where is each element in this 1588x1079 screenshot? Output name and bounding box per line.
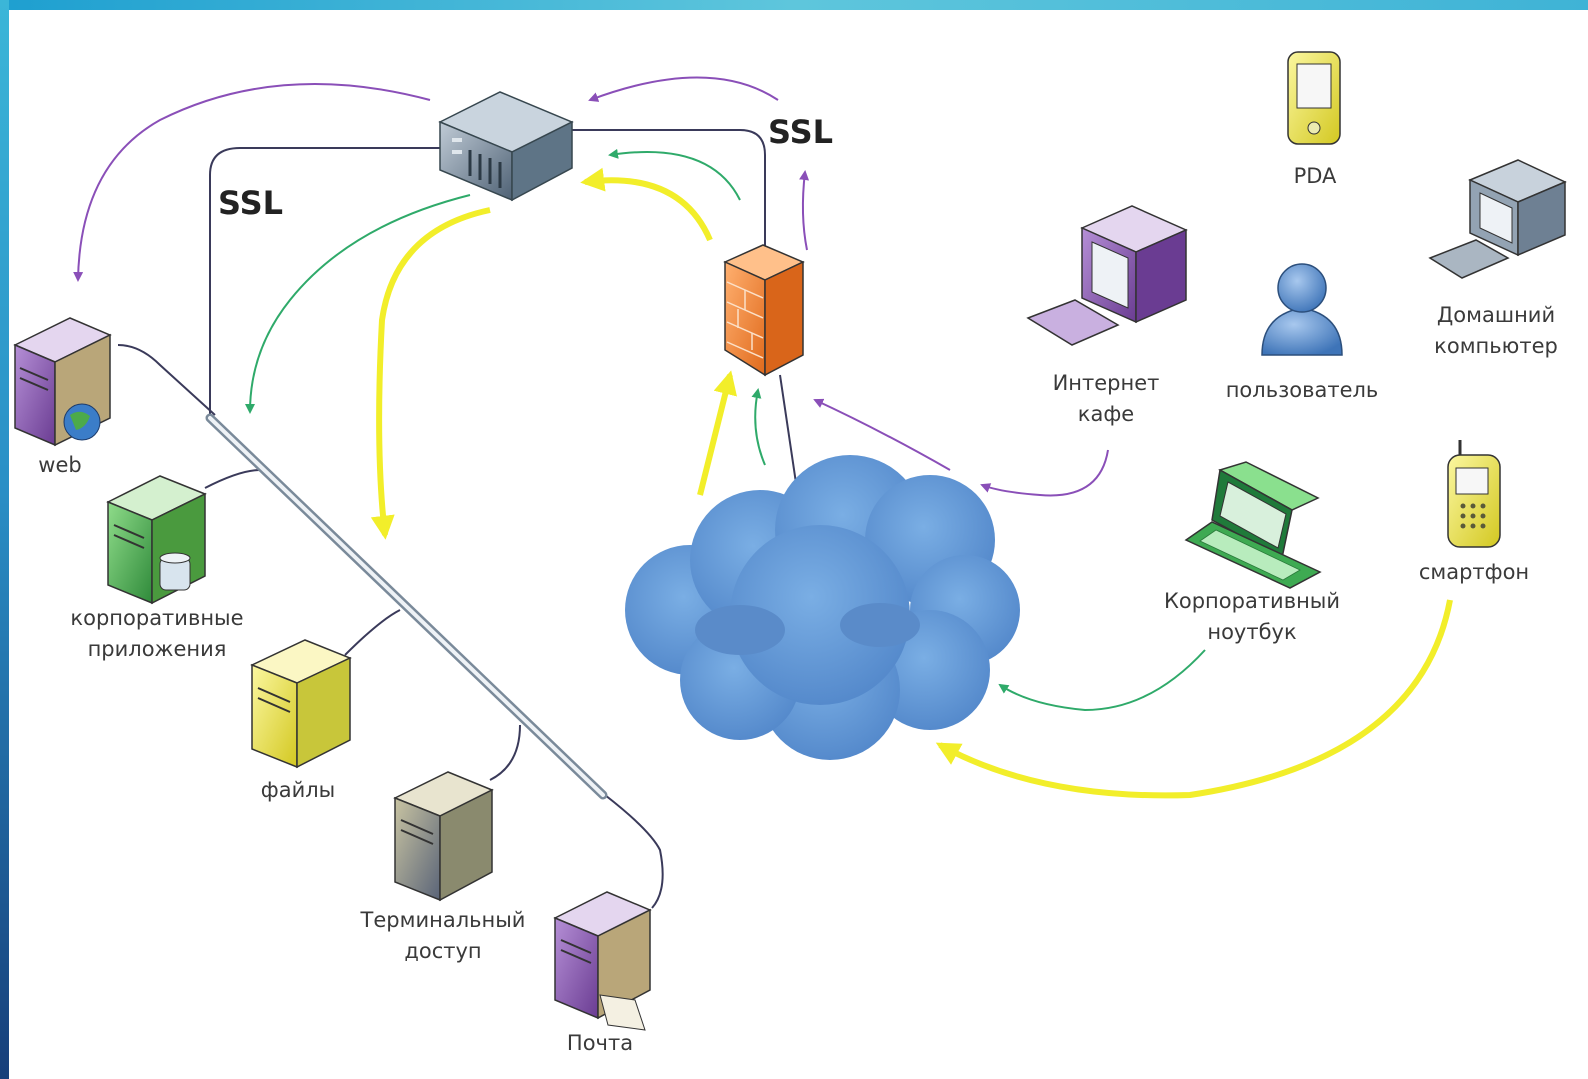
user-label: пользователь [1226, 378, 1379, 402]
lan-backbone [205, 413, 608, 800]
yellow-arrow-cloud-to-firewall [697, 370, 737, 496]
green-arrow-to-lan [245, 194, 471, 414]
corporate-apps-server-icon [106, 475, 207, 605]
corporate-apps-label-line1: корпоративные [70, 606, 243, 630]
mail-server-label: Почта [567, 1031, 633, 1055]
corporate-laptop-label-line2: ноутбук [1207, 620, 1296, 644]
yellow-arrow-to-lan [370, 207, 491, 540]
corporate-apps-label-line2: приложения [88, 637, 227, 661]
yellow-arrow-to-gateway [580, 167, 713, 242]
traffic-arrows [73, 76, 1453, 799]
web-server-icon [13, 317, 112, 447]
file-server-icon [250, 639, 352, 769]
purple-arrow-to-web [73, 83, 431, 282]
terminal-label-line2: доступ [404, 939, 481, 963]
home-computer-label-line1: Домашний [1437, 303, 1555, 327]
green-arrow-cloud-to-firewall [751, 388, 766, 466]
ssl-label-lan: SSL [218, 184, 283, 222]
user-icon [1261, 263, 1343, 356]
purple-arrow-to-gateway [588, 76, 779, 102]
smartphone-icon [1447, 440, 1501, 548]
internet-cloud [625, 455, 1020, 760]
internet-cafe-label-line1: Интернет [1053, 371, 1160, 395]
mail-server-icon [553, 891, 652, 1031]
yellow-arrow-phone-to-cloud [935, 599, 1453, 799]
file-server-label: файлы [261, 778, 335, 802]
pda-icon [1287, 51, 1341, 145]
firewall-icon [723, 244, 805, 377]
internet-cafe-label-line2: кафе [1078, 402, 1134, 426]
web-server-label: web [38, 453, 81, 477]
purple-arrow-cafe-to-cloud [980, 449, 1109, 497]
vpn-gateway-icon [438, 91, 574, 202]
internet-cafe-computer-icon [1026, 205, 1188, 346]
corporate-laptop-label-line1: Корпоративный [1164, 589, 1340, 613]
home-computer-label-line2: компьютер [1434, 334, 1558, 358]
green-arrow-laptop-to-cloud [998, 649, 1206, 712]
terminal-label-line1: Терминальный [360, 908, 526, 932]
smartphone-label: смартфон [1419, 560, 1529, 584]
pda-label: PDA [1294, 164, 1337, 188]
ssl-label-wan: SSL [768, 113, 833, 151]
corporate-laptop-icon [1184, 461, 1322, 589]
slide-frame-left [0, 0, 9, 1079]
home-computer-icon [1428, 159, 1567, 279]
green-arrow-to-gateway [608, 148, 741, 201]
terminal-server-icon [393, 771, 494, 902]
slide-frame-top [0, 0, 1588, 10]
purple-arrow-up-from-firewall [799, 170, 810, 251]
purple-arrow-cloud-to-firewall [813, 398, 951, 471]
